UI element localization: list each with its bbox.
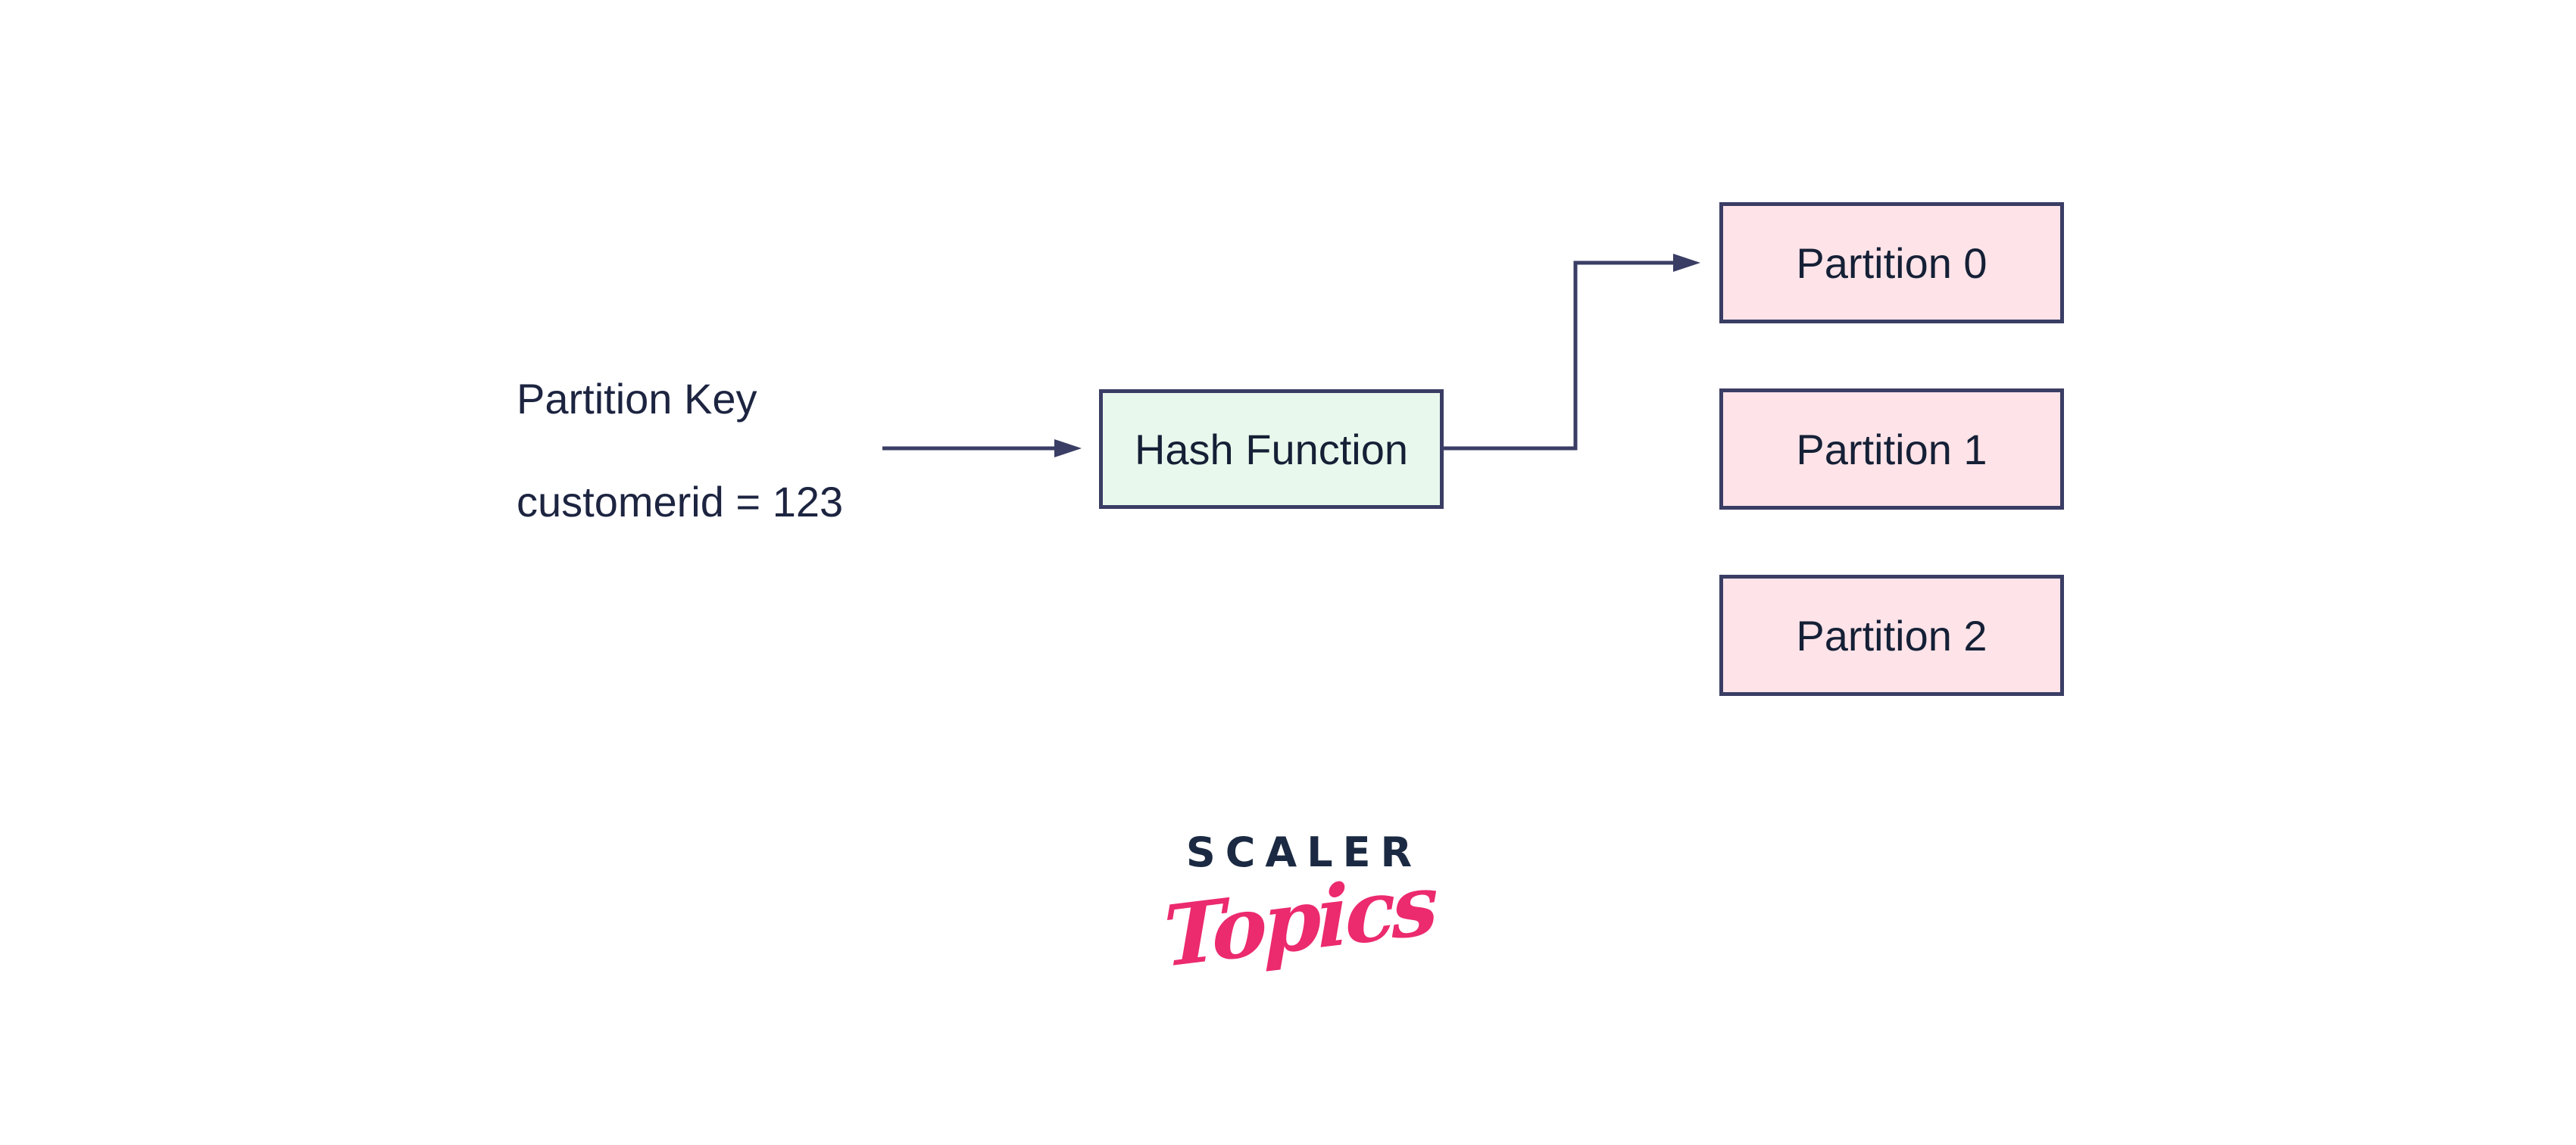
partition-1-label: Partition 1 <box>1796 425 1987 473</box>
partition-box-0: Partition 0 <box>1719 202 2064 323</box>
hash-to-partition0-arrow <box>1444 254 1700 451</box>
partition-box-1: Partition 1 <box>1719 388 2064 510</box>
hash-function-label: Hash Function <box>1134 425 1409 473</box>
partition-0-label: Partition 0 <box>1796 239 1987 287</box>
hash-function-box: Hash Function <box>1099 389 1444 509</box>
logo-brand-text: SCALER <box>1185 828 1422 876</box>
scaler-topics-logo: SCALER Topics <box>1151 828 1447 986</box>
partition-key-label: Partition Key <box>517 375 757 423</box>
partition-key-value: customerid = 123 <box>517 478 844 526</box>
partition-2-label: Partition 2 <box>1796 611 1987 660</box>
partition-box-2: Partition 2 <box>1719 575 2064 696</box>
